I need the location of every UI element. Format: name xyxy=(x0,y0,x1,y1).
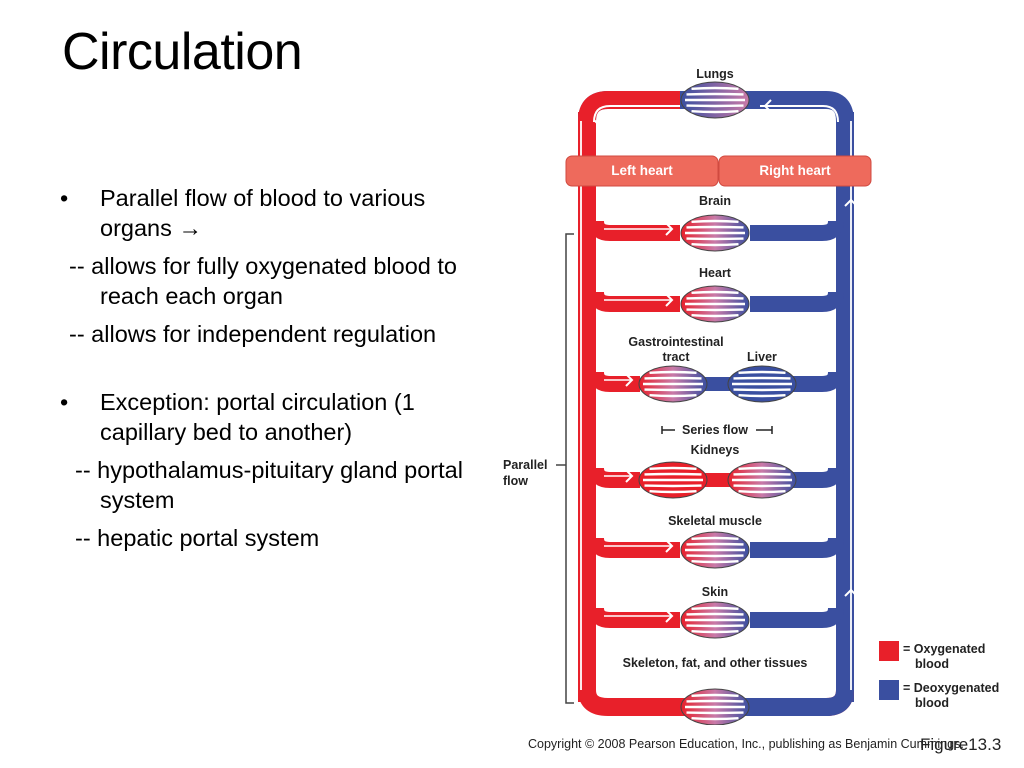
liver-label: Liver xyxy=(747,350,777,364)
left-heart-box xyxy=(565,155,719,187)
parallel-flow-label-2: flow xyxy=(503,474,528,488)
legend-oxygenated-label-2: blood xyxy=(915,657,949,671)
flow-arrow xyxy=(593,119,607,128)
right-heart-box xyxy=(718,155,872,187)
bullet-marker: • xyxy=(60,185,69,211)
circulation-diagram: Parallel flow Left heart Right heart Lun… xyxy=(503,67,999,725)
gi-tract-label-2: tract xyxy=(662,350,690,364)
kidneys-label: Kidneys xyxy=(691,443,740,457)
legend-deoxygenated-label-2: blood xyxy=(915,696,949,710)
legend-oxygenated-swatch xyxy=(879,641,899,661)
legend-deoxygenated-swatch xyxy=(879,680,899,700)
gi-tract-label: Gastrointestinal xyxy=(628,335,723,349)
flow-arrow xyxy=(844,198,858,207)
bullet-marker: • xyxy=(60,389,69,415)
bullet-text: Exception: portal circulation (1 capilla… xyxy=(100,389,415,445)
lungs-label: Lungs xyxy=(696,67,734,81)
bullet-list: • Parallel flow of blood to various orga… xyxy=(58,183,488,561)
skin-label: Skin xyxy=(702,585,728,599)
sub-bullet-item: -- allows for independent regulation xyxy=(69,321,437,347)
parallel-flow-label: Parallel xyxy=(503,458,547,472)
bullet-item: • Exception: portal circulation (1 capil… xyxy=(58,387,488,447)
blood-vessels xyxy=(578,91,854,716)
skeletal-muscle-label: Skeletal muscle xyxy=(668,514,762,528)
brain-label: Brain xyxy=(699,194,731,208)
heart-organ-label: Heart xyxy=(699,266,732,280)
bullet-text: Parallel flow of blood to various organs… xyxy=(100,185,426,241)
flow-arrow xyxy=(665,609,674,623)
left-heart-label: Left heart xyxy=(611,163,673,178)
flow-arrow xyxy=(844,588,858,597)
bullet-item: • Parallel flow of blood to various orga… xyxy=(58,183,488,243)
figure-label: Figure13.3 xyxy=(920,735,1002,754)
organ-branches xyxy=(588,81,858,725)
sub-bullet-item: -- hepatic portal system xyxy=(75,525,320,551)
sub-bullet-item: -- allows for fully oxygenated blood to … xyxy=(69,253,457,309)
right-heart-label: Right heart xyxy=(759,163,831,178)
skeleton-label: Skeleton, fat, and other tissues xyxy=(623,656,808,670)
flow-arrow xyxy=(625,373,634,387)
flow-arrow xyxy=(665,222,674,236)
flow-arrow xyxy=(763,99,772,113)
series-flow-label: Series flow xyxy=(682,423,748,437)
flow-arrow xyxy=(665,539,674,553)
sub-bullet-item: -- hypothalamus-pituitary gland portal s… xyxy=(75,457,463,513)
copyright-text: Copyright © 2008 Pearson Education, Inc.… xyxy=(528,737,964,751)
legend-deoxygenated-label: = Deoxygenated xyxy=(903,681,999,695)
flow-arrow xyxy=(625,469,634,483)
legend-oxygenated-label: = Oxygenated xyxy=(903,642,985,656)
flow-arrow xyxy=(665,293,674,307)
slide-title: Circulation xyxy=(62,23,303,81)
parallel-flow-bracket xyxy=(565,233,574,704)
